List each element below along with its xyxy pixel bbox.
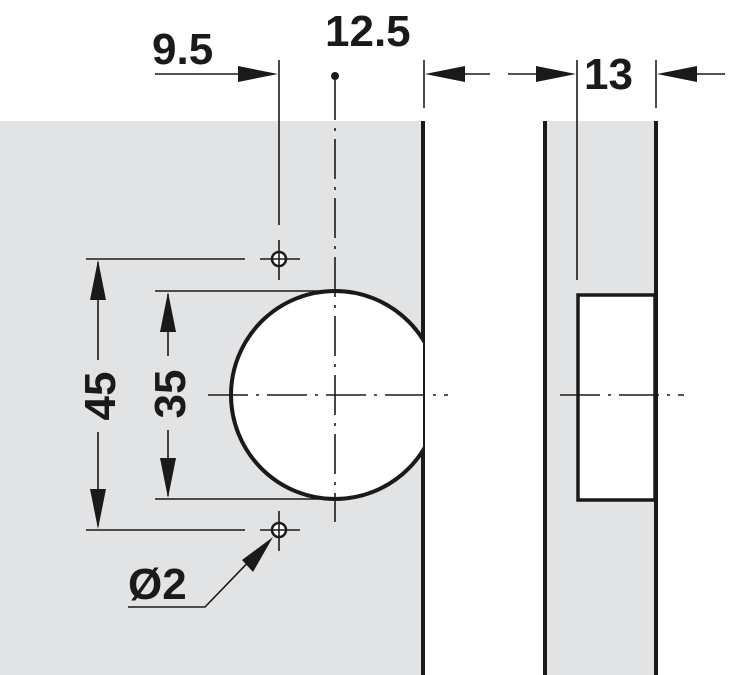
arrowhead bbox=[160, 292, 176, 332]
arrowhead bbox=[90, 489, 106, 529]
arrowhead bbox=[238, 66, 278, 82]
screw-hole-top bbox=[260, 240, 300, 280]
leader-line bbox=[128, 549, 261, 608]
cup-recess-side bbox=[576, 293, 657, 502]
arrowhead bbox=[242, 537, 273, 572]
dim-diameter-2: Ø2 bbox=[128, 560, 187, 609]
dimension-dot bbox=[331, 72, 339, 80]
dim-9-5: 9.5 bbox=[152, 25, 213, 74]
arrowhead bbox=[657, 66, 697, 82]
screw-hole-bottom bbox=[260, 511, 300, 551]
dim-12-5: 12.5 bbox=[325, 7, 411, 56]
arrowhead bbox=[160, 458, 176, 498]
dim-35: 35 bbox=[146, 370, 195, 419]
arrowhead bbox=[536, 66, 576, 82]
dim-13: 13 bbox=[584, 50, 633, 99]
dim-45: 45 bbox=[76, 372, 125, 421]
arrowhead bbox=[425, 66, 465, 82]
arrowhead bbox=[90, 260, 106, 300]
